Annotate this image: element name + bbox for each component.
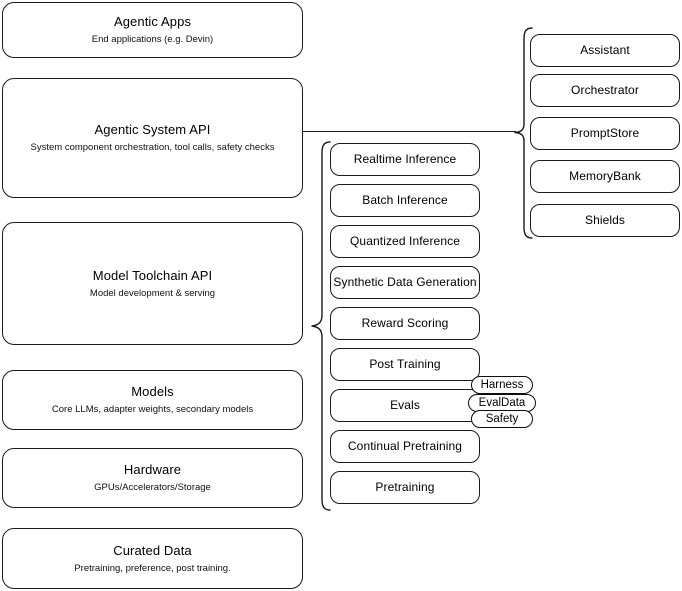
capability-box-pretraining[interactable]: Pretraining: [330, 471, 480, 504]
layer-box-curated-data[interactable]: Curated Data Pretraining, preference, po…: [2, 528, 303, 589]
capability-label: Pretraining: [375, 480, 435, 494]
layer-title: Agentic Apps: [113, 14, 192, 29]
component-label: Shields: [584, 213, 626, 227]
evals-badge-harness[interactable]: Harness: [471, 376, 533, 394]
capability-box-continual-pretraining[interactable]: Continual Pretraining: [330, 430, 480, 463]
evals-badge-safety[interactable]: Safety: [471, 410, 533, 428]
badge-label: Harness: [480, 378, 524, 391]
layer-subtitle: End applications (e.g. Devin): [91, 34, 214, 45]
capability-label: Realtime Inference: [353, 152, 457, 166]
component-box-memorybank[interactable]: MemoryBank: [530, 160, 680, 193]
component-box-shields[interactable]: Shields: [530, 204, 680, 237]
layer-box-agentic-system-api[interactable]: Agentic System API System component orch…: [2, 78, 303, 198]
brace-toolchain-capabilities: [311, 141, 331, 511]
capability-box-synthetic-data-generation[interactable]: Synthetic Data Generation: [330, 266, 480, 299]
layer-title: Models: [131, 384, 174, 399]
layer-box-model-toolchain-api[interactable]: Model Toolchain API Model development & …: [2, 222, 303, 345]
capability-label: Quantized Inference: [350, 234, 460, 248]
layer-subtitle: GPUs/Accelerators/Storage: [94, 482, 211, 493]
badge-label: Safety: [485, 412, 519, 425]
capability-label: Batch Inference: [362, 193, 448, 207]
brace-system-components: [514, 27, 533, 239]
layer-title: Curated Data: [113, 542, 192, 558]
component-box-assistant[interactable]: Assistant: [530, 34, 680, 67]
capability-box-reward-scoring[interactable]: Reward Scoring: [330, 307, 480, 340]
component-label: MemoryBank: [569, 169, 641, 183]
component-box-orchestrator[interactable]: Orchestrator: [530, 74, 680, 107]
layer-box-models[interactable]: Models Core LLMs, adapter weights, secon…: [2, 370, 303, 430]
capability-label: Post Training: [369, 357, 441, 371]
component-label: PromptStore: [570, 126, 640, 140]
capability-label: Continual Pretraining: [347, 439, 463, 453]
layer-title: Model Toolchain API: [92, 267, 213, 283]
badge-label: EvalData: [478, 396, 526, 409]
capability-box-post-training[interactable]: Post Training: [330, 348, 480, 381]
capability-box-realtime-inference[interactable]: Realtime Inference: [330, 143, 480, 176]
component-label: Orchestrator: [571, 83, 639, 97]
connector-line-system-api-to-components: [303, 131, 516, 133]
capability-box-quantized-inference[interactable]: Quantized Inference: [330, 225, 480, 258]
capability-box-batch-inference[interactable]: Batch Inference: [330, 184, 480, 217]
layer-title: Hardware: [123, 462, 182, 477]
capability-box-evals[interactable]: Evals: [330, 389, 480, 422]
layer-title: Agentic System API: [94, 122, 211, 137]
layer-subtitle: Pretraining, preference, post training.: [74, 562, 231, 574]
layer-box-hardware[interactable]: Hardware GPUs/Accelerators/Storage: [2, 448, 303, 508]
layer-subtitle: System component orchestration, tool cal…: [30, 142, 275, 153]
component-box-promptstore[interactable]: PromptStore: [530, 117, 680, 150]
layer-box-agentic-apps[interactable]: Agentic Apps End applications (e.g. Devi…: [2, 2, 303, 58]
component-label: Assistant: [580, 43, 630, 57]
capability-label: Reward Scoring: [361, 316, 449, 330]
layer-subtitle: Model development & serving: [89, 287, 216, 299]
layer-subtitle: Core LLMs, adapter weights, secondary mo…: [51, 404, 254, 415]
capability-label: Synthetic Data Generation: [333, 275, 477, 289]
capability-label: Evals: [390, 398, 420, 412]
